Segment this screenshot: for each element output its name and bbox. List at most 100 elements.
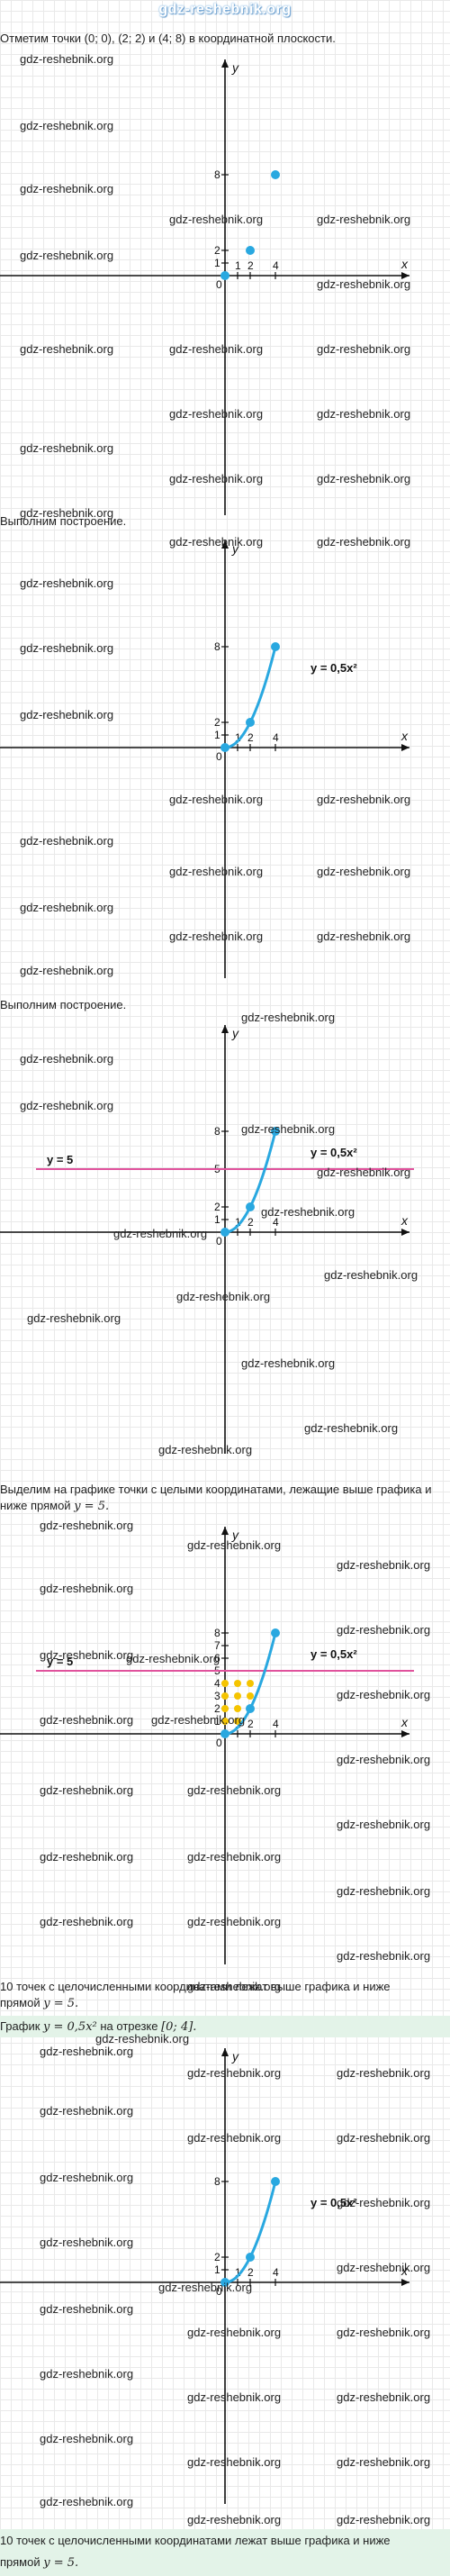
watermark: gdz-reshebnik.org bbox=[113, 1227, 208, 1240]
graph-point bbox=[246, 1704, 255, 1713]
graph-point bbox=[220, 2278, 230, 2287]
graph-3: xy01241258y = 5y = 0,5x² bbox=[0, 1025, 414, 1454]
graph-point bbox=[246, 246, 255, 255]
conclusion-1-line2-math: y = 5. bbox=[43, 1997, 79, 2010]
watermark: gdz-reshebnik.org bbox=[20, 182, 114, 195]
watermark: gdz-reshebnik.org bbox=[169, 342, 264, 356]
y-tick-label: 1 bbox=[214, 1213, 220, 1226]
watermark: gdz-reshebnik.org bbox=[317, 793, 411, 806]
watermark: gdz-reshebnik.org bbox=[20, 708, 114, 721]
integer-point bbox=[221, 1692, 229, 1700]
watermark: gdz-reshebnik.org bbox=[27, 1311, 122, 1325]
x-tick-label: 2 bbox=[248, 731, 254, 744]
watermark: gdz-reshebnik.org bbox=[337, 2261, 431, 2274]
conclusion-1-line2: прямой y = 5. bbox=[0, 1995, 78, 2012]
watermark: gdz-reshebnik.org bbox=[158, 1443, 253, 1456]
watermark: gdz-reshebnik.org bbox=[187, 2131, 282, 2145]
origin-label: 0 bbox=[216, 2285, 222, 2298]
watermark: gdz-reshebnik.org bbox=[40, 2302, 134, 2316]
watermark: gdz-reshebnik.org bbox=[20, 1052, 114, 1066]
origin-label: 0 bbox=[216, 278, 222, 291]
y-tick-label: 2 bbox=[214, 244, 220, 257]
watermark: gdz-reshebnik.org bbox=[169, 472, 264, 485]
x-axis-label: x bbox=[400, 1213, 409, 1228]
watermark: gdz-reshebnik.org bbox=[20, 576, 114, 590]
integer-point bbox=[221, 1705, 229, 1712]
conclusion-1-line2-text: прямой bbox=[0, 1996, 44, 2009]
integer-point bbox=[234, 1718, 241, 1725]
y-tick-label: 8 bbox=[214, 1125, 220, 1138]
watermark: gdz-reshebnik.org bbox=[20, 52, 114, 66]
y-tick-label: 3 bbox=[214, 1690, 220, 1702]
y-tick-label: 4 bbox=[214, 1677, 220, 1690]
watermark: gdz-reshebnik.org bbox=[40, 2045, 134, 2058]
alt-title-math: y = 0,5x² bbox=[43, 2020, 97, 2034]
watermark: gdz-reshebnik.org bbox=[176, 1290, 271, 1303]
alt-title-range: [0; 4]. bbox=[161, 2020, 197, 2034]
x-axis-arrow bbox=[401, 744, 410, 751]
watermark: gdz-reshebnik.org bbox=[40, 2236, 134, 2249]
y-axis-arrow bbox=[221, 59, 229, 68]
y-tick-label: 1 bbox=[214, 2263, 220, 2276]
y-tick-label: 8 bbox=[214, 640, 220, 653]
watermark: gdz-reshebnik.org bbox=[40, 2104, 134, 2118]
y-axis-label: y bbox=[231, 1026, 239, 1040]
x-axis-arrow bbox=[401, 272, 410, 279]
watermark: gdz-reshebnik.org bbox=[337, 1558, 431, 1572]
integer-point bbox=[221, 1680, 229, 1687]
watermark: gdz-reshebnik.org bbox=[337, 2390, 431, 2404]
x-tick-label: 1 bbox=[235, 2266, 241, 2279]
function-label: y = 0,5x² bbox=[310, 1146, 357, 1159]
y-tick-label: 2 bbox=[214, 1702, 220, 1715]
x-tick-label: 2 bbox=[248, 259, 254, 272]
y-axis-label: y bbox=[231, 2049, 239, 2064]
watermark: gdz-reshebnik.org bbox=[20, 1099, 114, 1112]
watermark: gdz-reshebnik.org bbox=[187, 1850, 282, 1864]
function-label: y = 0,5x² bbox=[310, 1647, 357, 1661]
watermark: gdz-reshebnik.org bbox=[40, 1850, 134, 1864]
horizontal-line-label: y = 5 bbox=[47, 1655, 73, 1668]
watermark: gdz-reshebnik.org bbox=[20, 641, 114, 655]
x-tick-label: 1 bbox=[235, 731, 241, 744]
integer-point bbox=[247, 1680, 254, 1687]
watermark: gdz-reshebnik.org bbox=[40, 1648, 134, 1662]
graph-point bbox=[271, 1628, 280, 1637]
y-axis-arrow bbox=[221, 1527, 229, 1535]
x-axis-label: x bbox=[400, 1715, 409, 1729]
watermark: gdz-reshebnik.org bbox=[187, 2455, 282, 2469]
origin-label: 0 bbox=[216, 1737, 222, 1749]
x-tick-label: 1 bbox=[235, 259, 241, 272]
x-tick-label: 4 bbox=[273, 731, 279, 744]
y-tick-label: 1 bbox=[214, 1715, 220, 1728]
watermark: gdz-reshebnik.org bbox=[241, 1011, 336, 1024]
watermark: gdz-reshebnik.org bbox=[169, 535, 264, 549]
integer-point bbox=[234, 1692, 241, 1700]
graph-point bbox=[220, 1729, 230, 1738]
watermark: gdz-reshebnik.org bbox=[95, 2032, 190, 2045]
site-logo[interactable]: gdz-reshebnik.org bbox=[158, 2, 292, 17]
watermark: gdz-reshebnik.org bbox=[20, 901, 114, 914]
watermark: gdz-reshebnik.org bbox=[337, 1884, 431, 1898]
graph-point bbox=[271, 1127, 280, 1136]
integer-point bbox=[221, 1718, 229, 1725]
alt-title-text: График bbox=[0, 2019, 44, 2033]
conclusion-2-highlight bbox=[0, 2529, 450, 2576]
conclusion-2-line2: прямой y = 5. bbox=[0, 2554, 78, 2571]
y-tick-label: 7 bbox=[214, 1639, 220, 1652]
watermark: gdz-reshebnik.org bbox=[241, 1122, 336, 1136]
watermark: gdz-reshebnik.org bbox=[337, 2196, 431, 2209]
graph-point bbox=[271, 642, 280, 651]
alt-title-highlight bbox=[0, 2016, 450, 2037]
watermark: gdz-reshebnik.org bbox=[187, 2066, 282, 2080]
watermark: gdz-reshebnik.org bbox=[169, 407, 264, 421]
y-axis-label: y bbox=[231, 1528, 239, 1542]
function-label: y = 0,5x² bbox=[310, 2196, 357, 2209]
watermark: gdz-reshebnik.org bbox=[187, 2390, 282, 2404]
watermark: gdz-reshebnik.org bbox=[337, 2513, 431, 2526]
watermark: gdz-reshebnik.org bbox=[40, 1713, 134, 1727]
watermark: gdz-reshebnik.org bbox=[337, 2066, 431, 2080]
y-axis-label: y bbox=[231, 60, 239, 75]
watermark: gdz-reshebnik.org bbox=[241, 1356, 336, 1370]
x-tick-label: 2 bbox=[248, 2266, 254, 2279]
